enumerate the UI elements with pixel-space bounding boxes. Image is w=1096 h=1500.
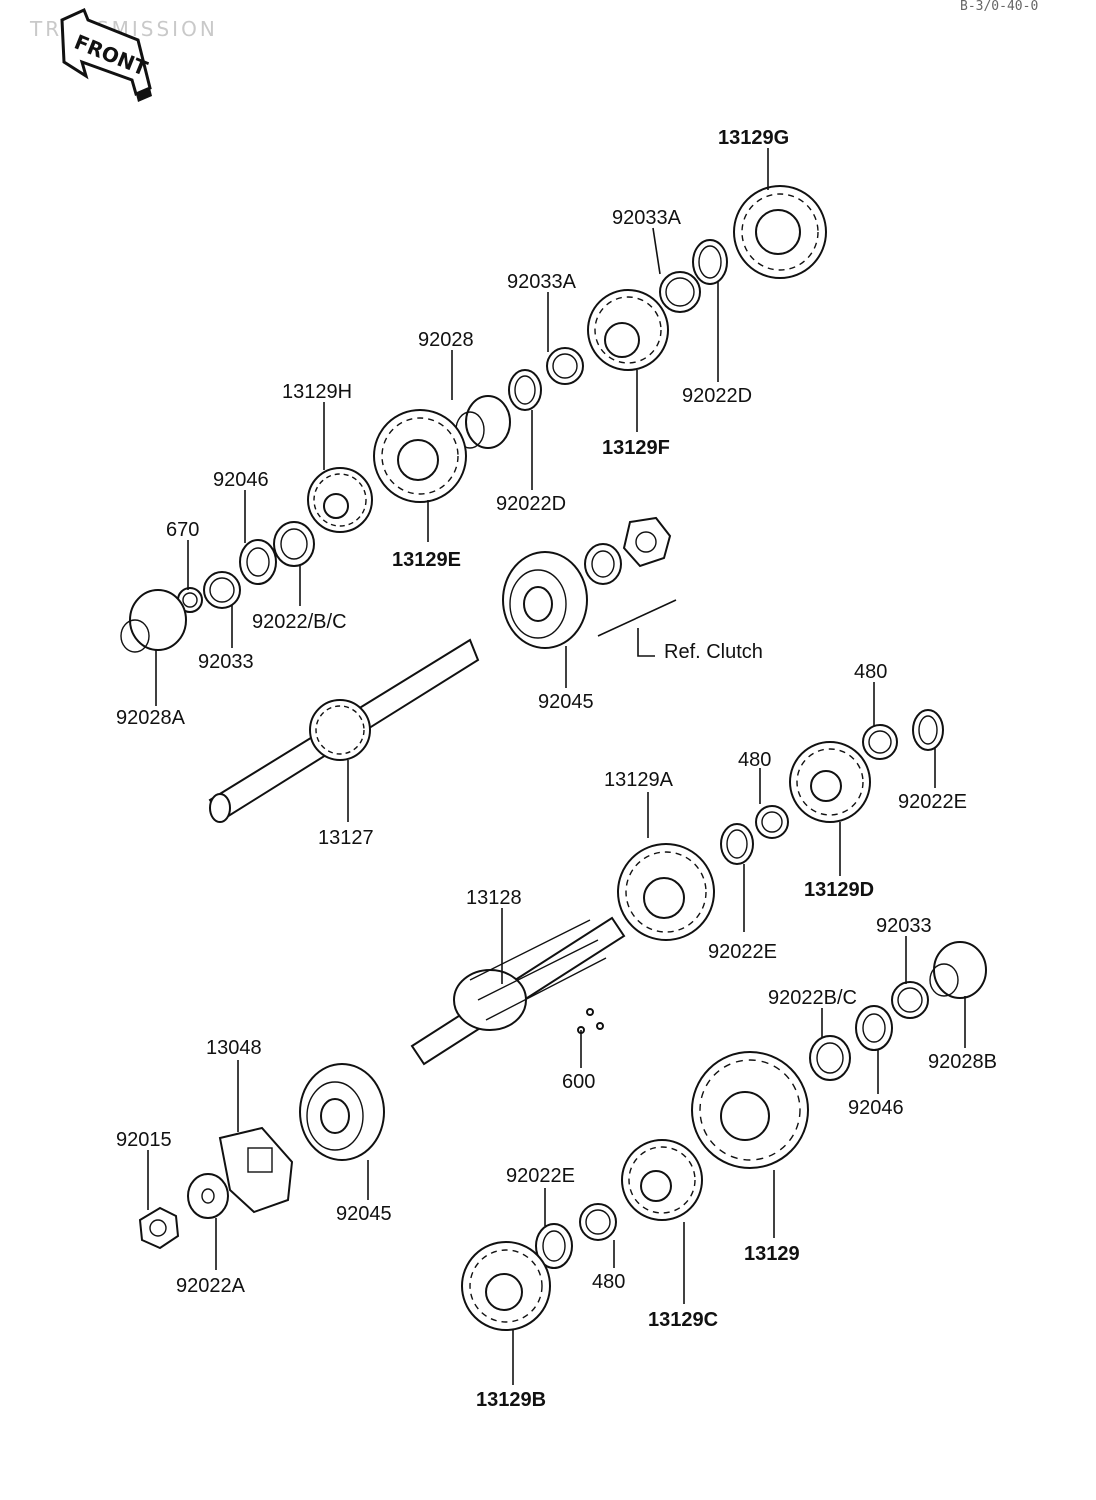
label-92022BC-upper: 92022/B/C — [252, 611, 347, 633]
label-13129B: 13129B — [476, 1389, 546, 1411]
washer-92022BC-lower — [809, 1035, 851, 1081]
washer-clutch-side — [584, 543, 622, 585]
gear-13129 — [691, 1051, 809, 1169]
label-92033A-lower: 92033A — [507, 271, 577, 293]
label-13129C: 13129C — [648, 1309, 718, 1331]
bearing-92045-upper — [502, 551, 588, 649]
gear-13129A — [617, 843, 715, 941]
label-92022E-lower: 92022E — [506, 1165, 575, 1187]
label-13129: 13129 — [744, 1243, 800, 1265]
balls-600 — [577, 1008, 604, 1034]
circlip-480-mid — [755, 805, 789, 839]
gear-13129H — [307, 467, 373, 533]
label-92022E-mid: 92022E — [708, 941, 777, 963]
label-92045-lower: 92045 — [336, 1203, 392, 1225]
label-ref-clutch: Ref. Clutch — [664, 641, 763, 663]
label-92022A: 92022A — [176, 1275, 246, 1297]
gear-13129D — [789, 741, 871, 823]
bearing-92045-lower — [299, 1063, 385, 1161]
label-92022E-right: 92022E — [898, 791, 967, 813]
label-13129F: 13129F — [602, 437, 670, 459]
shaft-13127 — [208, 638, 480, 823]
label-92033A-upper: 92033A — [612, 207, 682, 229]
label-92033-lower: 92033 — [876, 915, 932, 937]
label-13129D: 13129D — [804, 879, 874, 901]
label-92033-upper: 92033 — [198, 651, 254, 673]
nut-clutch-side — [622, 516, 672, 568]
label-600: 600 — [562, 1071, 595, 1093]
label-92046-lower: 92046 — [848, 1097, 904, 1119]
label-92028: 92028 — [418, 329, 474, 351]
washer-92022D-lower — [508, 369, 542, 411]
circlip-92033-upper — [203, 571, 241, 609]
circlip-92033A-upper — [659, 271, 701, 313]
leader-lines — [147, 148, 966, 1385]
washer-92022D-upper — [692, 239, 728, 285]
washer-92022E-right — [912, 709, 944, 751]
label-13129E: 13129E — [392, 549, 461, 571]
circlip-92033-lower — [891, 981, 929, 1019]
label-13129H: 13129H — [282, 381, 352, 403]
label-13129G: 13129G — [718, 127, 789, 149]
label-92028A: 92028A — [116, 707, 186, 729]
circlip-92033A-lower — [546, 347, 584, 385]
label-92022BC-lower: 92022B/C — [768, 987, 857, 1009]
sprocket-13048 — [218, 1126, 294, 1214]
needle-bearing-92046-lower — [855, 1005, 893, 1051]
ref-clutch-line — [597, 599, 677, 637]
label-92015: 92015 — [116, 1129, 172, 1151]
washer-92022A — [187, 1173, 229, 1219]
label-92045-upper: 92045 — [538, 691, 594, 713]
shaft-13128 — [410, 916, 626, 1066]
drawing-code: B-3/0-40-0 — [960, 0, 1038, 14]
gear-13129B — [461, 1241, 551, 1331]
label-480-right: 480 — [854, 661, 887, 683]
label-13129A: 13129A — [604, 769, 674, 791]
label-13127: 13127 — [318, 827, 374, 849]
label-92028B: 92028B — [928, 1051, 997, 1073]
nut-92015 — [138, 1206, 180, 1250]
washer-92022BC-upper — [273, 521, 315, 567]
label-92022D-upper: 92022D — [682, 385, 752, 407]
bushing-92028A — [120, 589, 187, 653]
ref-clutch-leader — [637, 628, 655, 657]
circlip-480-right — [862, 724, 898, 760]
gear-13129E — [373, 409, 467, 503]
label-92022D-lower: 92022D — [496, 493, 566, 515]
gear-13129G — [733, 185, 827, 279]
washer-92022E-lower — [535, 1223, 573, 1269]
label-670: 670 — [166, 519, 199, 541]
label-480-lower: 480 — [592, 1271, 625, 1293]
ring-670 — [177, 587, 203, 613]
bushing-92028B — [929, 941, 987, 999]
needle-bearing-92046-upper — [239, 539, 277, 585]
label-13128: 13128 — [466, 887, 522, 909]
gear-13129C — [621, 1139, 703, 1221]
label-480-mid: 480 — [738, 749, 771, 771]
washer-92022E-mid — [720, 823, 754, 865]
label-92046-upper: 92046 — [213, 469, 269, 491]
label-13048: 13048 — [206, 1037, 262, 1059]
circlip-480-lower — [579, 1203, 617, 1241]
gear-13129F — [587, 289, 669, 371]
